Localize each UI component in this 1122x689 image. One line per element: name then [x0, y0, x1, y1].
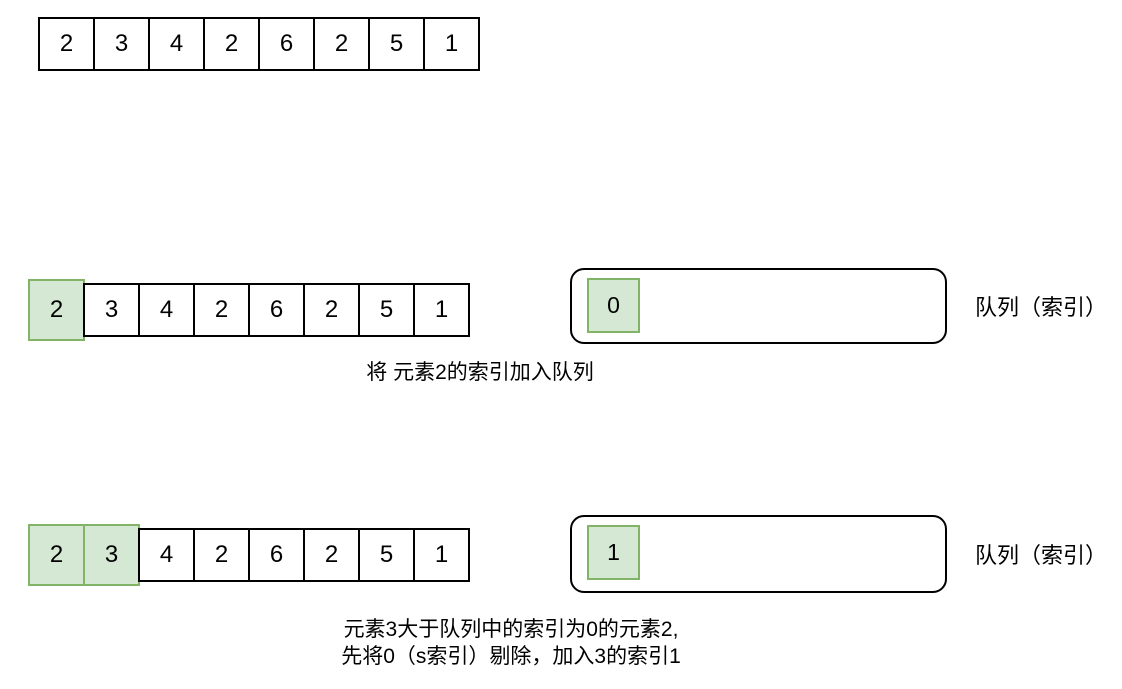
array-cell: 2: [203, 17, 260, 71]
queue-item: 1: [587, 525, 640, 580]
array-cell-highlighted: 3: [83, 524, 140, 586]
array-cell: 1: [423, 17, 480, 71]
array-step1: 2 3 4 2 6 2 5 1: [28, 279, 470, 341]
array-cell: 2: [313, 17, 370, 71]
array-cell: 2: [38, 17, 95, 71]
step1-caption: 将 元素2的索引加入队列: [366, 361, 594, 384]
array-cell: 4: [138, 283, 195, 337]
step2-caption-line2: 先将0（s索引）剔除，加入3的索引1: [341, 645, 681, 668]
step2-caption-line1: 元素3大于队列中的索引为0的元素2,: [343, 618, 679, 641]
queue-box-step2: 1: [570, 515, 947, 593]
array-initial: 2 3 4 2 6 2 5 1: [38, 13, 480, 75]
array-cell: 3: [83, 283, 140, 337]
array-cell: 2: [303, 283, 360, 337]
array-cell-highlighted: 2: [28, 524, 85, 586]
step2-caption: 元素3大于队列中的索引为0的元素2, 先将0（s索引）剔除，加入3的索引1: [211, 616, 811, 670]
array-cell: 5: [358, 283, 415, 337]
queue-label: 队列（索引）: [975, 295, 1108, 320]
array-cell: 6: [258, 17, 315, 71]
array-cell: 5: [358, 528, 415, 582]
array-cell: 4: [148, 17, 205, 71]
array-step2: 2 3 4 2 6 2 5 1: [28, 524, 470, 586]
array-cell: 4: [138, 528, 195, 582]
queue-box-step1: 0: [570, 268, 947, 344]
array-cell: 2: [303, 528, 360, 582]
queue-label: 队列（索引）: [975, 543, 1108, 568]
array-cell: 6: [248, 528, 305, 582]
queue-item: 0: [587, 278, 640, 333]
array-cell: 6: [248, 283, 305, 337]
array-cell: 5: [368, 17, 425, 71]
array-cell: 1: [413, 283, 470, 337]
array-cell: 2: [193, 528, 250, 582]
array-cell: 2: [193, 283, 250, 337]
array-cell: 3: [93, 17, 150, 71]
array-cell: 1: [413, 528, 470, 582]
array-cell-highlighted: 2: [28, 279, 85, 341]
